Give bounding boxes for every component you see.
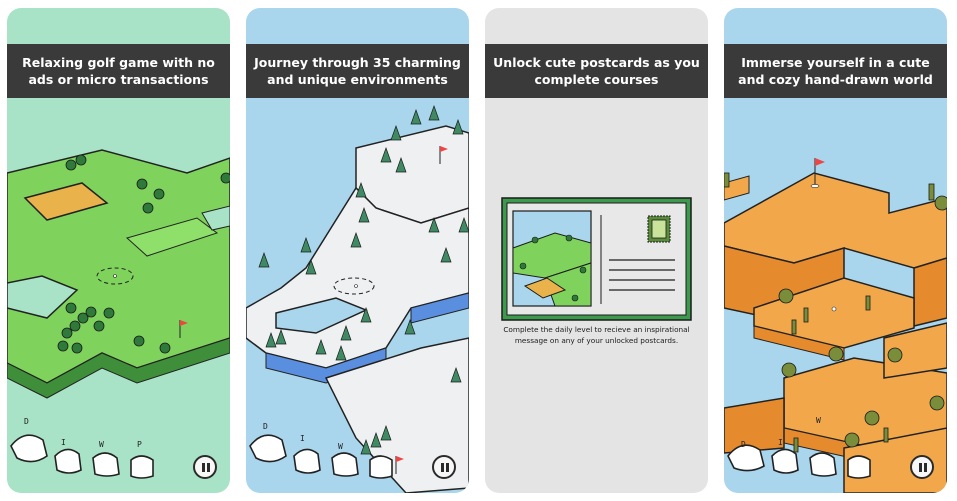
feature-banner: Unlock cute postcards as you complete co… — [485, 44, 708, 98]
club-label-driver: D — [263, 422, 268, 431]
club-label-driver: D — [24, 417, 29, 426]
postcard-caption: Complete the daily level to recieve an i… — [503, 325, 690, 345]
pause-button[interactable] — [910, 455, 934, 479]
club-label-driver: D — [741, 440, 746, 449]
club-label-wedge: W — [99, 440, 104, 449]
club-label-iron: I — [778, 438, 783, 447]
club-label-iron: I — [300, 434, 305, 443]
feature-banner: Journey through 35 charming and unique e… — [246, 44, 469, 98]
pause-button[interactable] — [432, 455, 456, 479]
club-label-wedge: W — [816, 416, 821, 425]
feature-banner: Relaxing golf game with no ads or micro … — [7, 44, 230, 98]
course-scene-desert — [724, 158, 947, 493]
screenshot-card-desert: Immerse yourself in a cute and cozy hand… — [724, 8, 947, 493]
screenshot-card-grass: Relaxing golf game with no ads or micro … — [7, 8, 230, 493]
screenshot-card-snow: Journey through 35 charming and unique e… — [246, 8, 469, 493]
postcard-scene — [501, 197, 692, 321]
club-label-putter: P — [137, 440, 142, 449]
screenshot-card-postcard: Unlock cute postcards as you complete co… — [485, 8, 708, 493]
pause-button[interactable] — [193, 455, 217, 479]
club-label-iron: I — [61, 438, 66, 447]
course-scene-grass — [7, 149, 230, 479]
club-label-wedge: W — [338, 442, 343, 451]
course-scene-snow — [246, 104, 469, 493]
feature-banner: Immerse yourself in a cute and cozy hand… — [724, 44, 947, 98]
stamp-icon — [648, 216, 670, 242]
